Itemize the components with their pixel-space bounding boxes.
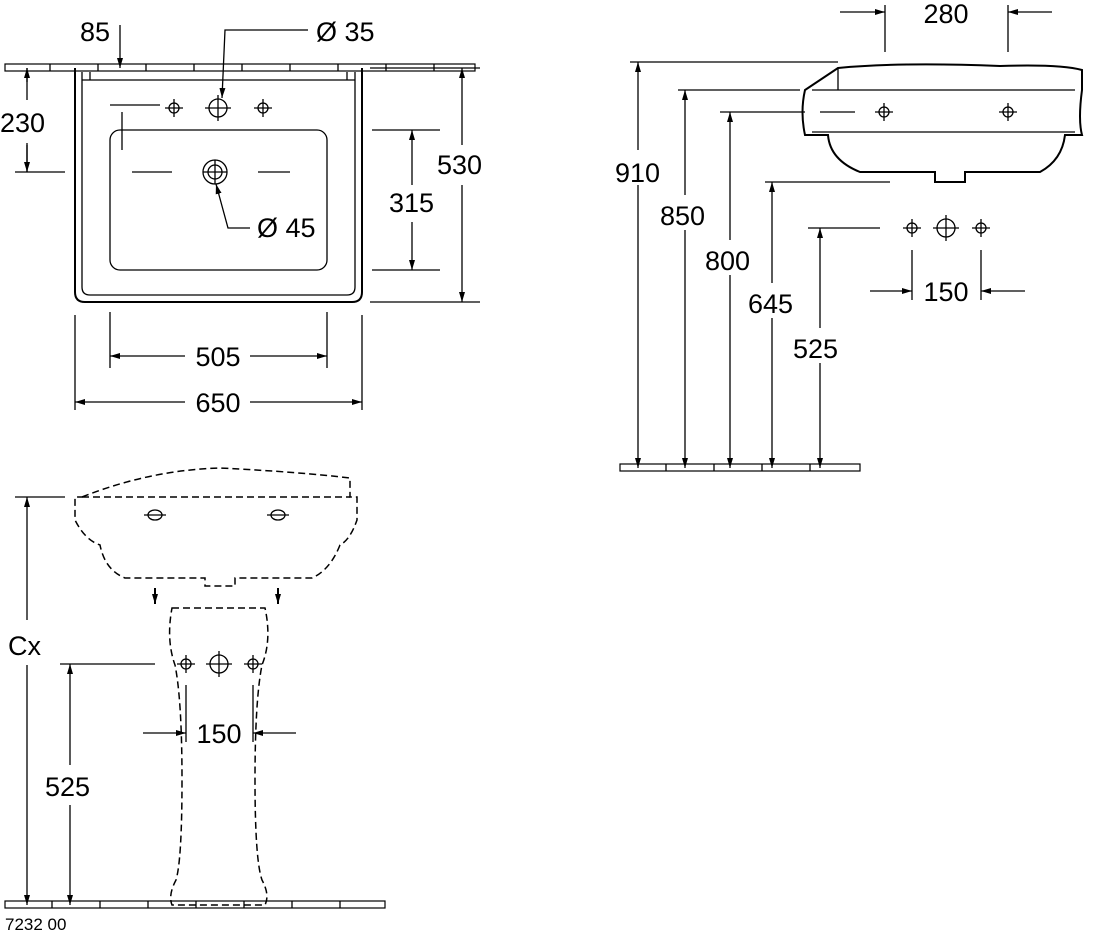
basin-outline xyxy=(74,68,363,303)
dim-supply-spacing: 150 xyxy=(923,277,968,307)
supply-hole-icon xyxy=(205,650,233,678)
dim-bowl-depth: 315 xyxy=(389,188,434,218)
side-view: 280 910 850 800 645 525 150 xyxy=(615,0,1084,472)
basin-dashed-outline xyxy=(74,467,358,587)
dim-525-front: 525 xyxy=(45,772,90,802)
overflow-hole-icon xyxy=(874,102,894,122)
bowl-outline xyxy=(109,129,328,271)
dim-910: 910 xyxy=(615,158,660,188)
dim-bowl-width: 505 xyxy=(195,342,240,372)
tap-hole-icon xyxy=(204,94,232,122)
dim-wall-depth: 280 xyxy=(923,0,968,29)
dim-width: 650 xyxy=(195,388,240,418)
basin-side-outline xyxy=(801,63,1084,183)
supply-hole-icon xyxy=(902,218,922,238)
dim-depth: 530 xyxy=(437,150,482,180)
dim-tap-height: 230 xyxy=(0,108,45,138)
supply-hole-icon xyxy=(176,654,196,674)
supply-hole-icon xyxy=(932,214,960,242)
supply-hole-icon xyxy=(243,654,263,674)
overflow-hole-icon xyxy=(267,509,289,521)
dim-tap-hole: Ø 35 xyxy=(316,17,375,47)
dim-645: 645 xyxy=(748,289,793,319)
dim-850: 850 xyxy=(660,201,705,231)
floor-line xyxy=(619,463,861,472)
supply-hole-icon xyxy=(971,218,991,238)
front-view: Cx 525 150 xyxy=(4,467,386,909)
dim-800: 800 xyxy=(705,246,750,276)
drawing-number: 7232 00 xyxy=(5,915,66,933)
drain-icon xyxy=(202,159,228,185)
tap-hole-icon xyxy=(164,98,184,118)
dim-supply-spacing-front: 150 xyxy=(196,719,241,749)
overflow-hole-icon xyxy=(144,509,166,521)
dim-tap-offset: 85 xyxy=(80,17,110,47)
overflow-hole-icon xyxy=(998,102,1018,122)
plan-view: 85 Ø 35 230 530 315 Ø 45 505 650 xyxy=(0,17,482,418)
tap-hole-icon xyxy=(253,98,273,118)
dim-525: 525 xyxy=(793,334,838,364)
pedestal-dashed-outline xyxy=(168,607,269,906)
dim-cx: Cx xyxy=(8,631,41,661)
dim-drain: Ø 45 xyxy=(257,213,316,243)
